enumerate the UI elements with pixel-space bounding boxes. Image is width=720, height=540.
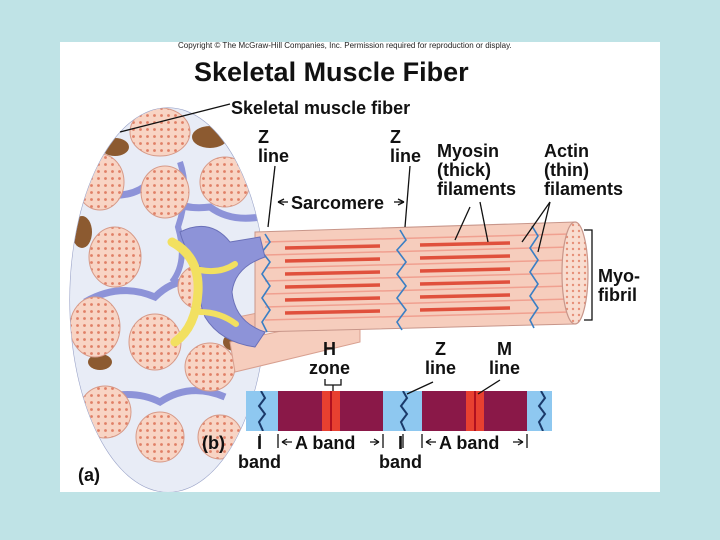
label-z-line-left: Z line	[258, 128, 289, 166]
mitochondrion	[101, 138, 129, 156]
mitochondrion	[72, 216, 92, 248]
label-z-line-right: Z line	[390, 128, 421, 166]
label-i-band-2: I band	[379, 434, 422, 472]
label-myosin: Myosin (thick) filaments	[437, 142, 516, 199]
label-actin: Actin (thin) filaments	[544, 142, 623, 199]
label-part-b: (b)	[202, 434, 225, 452]
label-a-band-2: A band	[439, 434, 499, 452]
leader-z-right	[405, 166, 410, 227]
label-sarcomere: Sarcomere	[291, 194, 384, 212]
figure-slide: Copyright © The McGraw-Hill Companies, I…	[60, 42, 660, 492]
label-z-line-b: Z line	[425, 340, 456, 378]
myofibril-end	[562, 222, 588, 324]
label-i-band-1: I band	[238, 434, 281, 472]
label-myofibril: Myo- fibril	[598, 267, 640, 305]
myofibril-cylinder	[230, 222, 588, 372]
leader-z-left	[268, 166, 275, 227]
label-skeletal-muscle-fiber: Skeletal muscle fiber	[231, 99, 410, 117]
mitochondrion	[192, 126, 228, 148]
label-part-a: (a)	[78, 466, 100, 484]
label-h-zone: H zone	[309, 340, 350, 378]
label-m-line: M line	[489, 340, 520, 378]
label-a-band-1: A band	[295, 434, 355, 452]
